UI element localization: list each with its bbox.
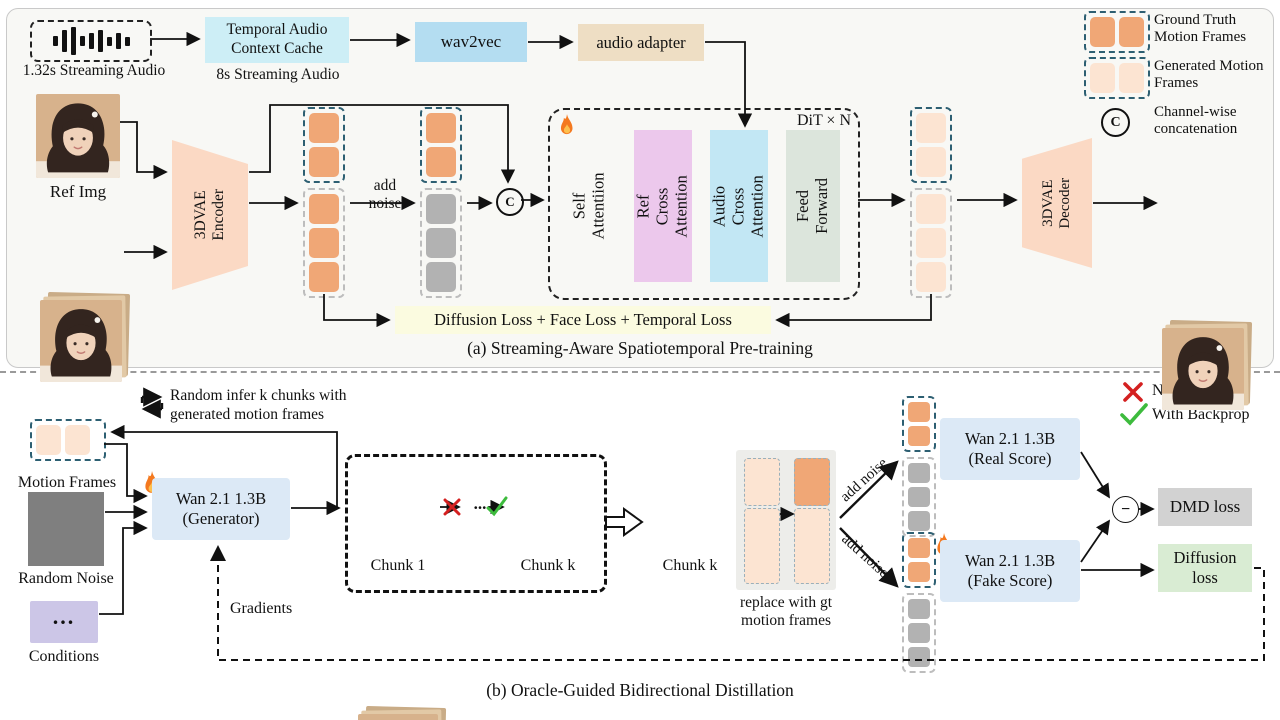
loop-icon bbox=[137, 390, 165, 414]
legend-concat-label: Channel-wise concatenation bbox=[1154, 104, 1238, 138]
motion-frame bbox=[1119, 17, 1144, 47]
replace-panel bbox=[736, 450, 836, 590]
vae-decoder: 3DVAE Decoder bbox=[1022, 138, 1092, 268]
motion-frame bbox=[36, 425, 61, 455]
input-frames-image bbox=[40, 300, 122, 382]
dmd-loss-box: DMD loss bbox=[1158, 488, 1252, 526]
conditions-label: Conditions bbox=[28, 648, 100, 665]
latent-frame bbox=[908, 599, 930, 619]
latent-stack-output bbox=[910, 107, 952, 298]
latent-frame bbox=[426, 262, 456, 292]
motion-frame bbox=[65, 425, 90, 455]
chunk-1-label: Chunk 1 bbox=[370, 557, 426, 574]
noised-stack-fake bbox=[902, 532, 936, 673]
motion-frames-label: Motion Frames bbox=[17, 474, 117, 491]
latent-frame bbox=[309, 194, 339, 224]
random-noise-box bbox=[28, 492, 104, 566]
ref-cross-attention-block: Ref Cross Attention bbox=[634, 130, 692, 282]
latent-frame bbox=[908, 402, 930, 422]
latent-frame bbox=[908, 623, 930, 643]
latent-frame bbox=[908, 426, 930, 446]
ref-img-label: Ref Img bbox=[49, 182, 107, 201]
noised-stack-real bbox=[902, 396, 936, 537]
latent-frame bbox=[916, 228, 946, 258]
legend-generated-label: Generated Motion Frames bbox=[1154, 58, 1264, 92]
legend-concat-icon: C bbox=[1101, 108, 1130, 137]
conditions-box: ... bbox=[30, 601, 98, 643]
add-noise-bottom-label: add noise bbox=[838, 531, 892, 582]
random-noise-label: Random Noise bbox=[18, 570, 114, 587]
motion-frame bbox=[1090, 17, 1115, 47]
latent-frame bbox=[426, 113, 456, 143]
dit-title: DiT × N bbox=[796, 112, 851, 129]
motion-frames-box bbox=[30, 419, 106, 461]
caption-b: (b) Oracle-Guided Bidirectional Distilla… bbox=[486, 680, 794, 700]
motion-frame bbox=[1090, 63, 1115, 93]
audio-adapter-box: audio adapter bbox=[578, 24, 704, 61]
latent-segment bbox=[744, 458, 780, 506]
audio-cross-attention-block: Audio Cross Attention bbox=[710, 130, 768, 282]
latent-frame bbox=[908, 562, 930, 582]
motion-frame bbox=[1119, 63, 1144, 93]
latent-frame bbox=[309, 228, 339, 258]
latent-frame bbox=[916, 147, 946, 177]
caption-a: (a) Streaming-Aware Spatiotemporal Pre-t… bbox=[467, 338, 813, 358]
latent-frame bbox=[916, 113, 946, 143]
latent-segment-gt bbox=[794, 458, 830, 506]
chunk-k-output-label: Chunk k bbox=[662, 557, 718, 574]
feed-forward-block: Feed Forward bbox=[786, 130, 840, 282]
add-noise-top-label: add noise bbox=[837, 455, 891, 506]
latent-stack-noised bbox=[420, 107, 462, 298]
real-score-box: Wan 2.1 1.3B(Real Score) bbox=[940, 418, 1080, 480]
latent-frame bbox=[908, 487, 930, 507]
loss-band: Diffusion Loss + Face Loss + Temporal Lo… bbox=[395, 306, 771, 334]
latent-segment bbox=[794, 508, 830, 584]
latent-frame bbox=[908, 511, 930, 531]
latent-frame bbox=[426, 194, 456, 224]
minus-op: − bbox=[1112, 496, 1139, 523]
latent-frame bbox=[908, 538, 930, 558]
latent-frame bbox=[908, 647, 930, 667]
generator-box: Wan 2.1 1.3B(Generator) bbox=[152, 478, 290, 540]
latent-frame bbox=[309, 147, 339, 177]
chunk-k-label: Chunk k bbox=[520, 557, 576, 574]
fire-icon bbox=[556, 113, 578, 139]
with-backprop-label: With Backprop bbox=[1152, 406, 1250, 423]
concat-op: C bbox=[496, 188, 524, 216]
ref-image bbox=[36, 94, 120, 178]
legend-gt-label: Ground Truth Motion Frames bbox=[1154, 12, 1247, 46]
latent-frame bbox=[426, 147, 456, 177]
dit-block bbox=[548, 108, 860, 300]
latent-frame bbox=[916, 262, 946, 292]
temporal-audio-cache-box: Temporal Audio Context Cache bbox=[205, 17, 349, 63]
chunk-1-image bbox=[358, 714, 438, 720]
output-image bbox=[1162, 328, 1244, 410]
wav2vec-box: wav2vec bbox=[415, 22, 527, 62]
vae-encoder: 3DVAE Encoder bbox=[172, 140, 248, 290]
audio-input-label: 1.32s Streaming Audio bbox=[22, 62, 166, 79]
latent-frame bbox=[426, 228, 456, 258]
latent-frame bbox=[908, 463, 930, 483]
chunk-ellipsis: ... bbox=[473, 494, 487, 513]
latent-segment bbox=[744, 508, 780, 584]
section-divider bbox=[0, 371, 1280, 373]
fake-score-box: Wan 2.1 1.3B(Fake Score) bbox=[940, 540, 1080, 602]
self-attention-block: Self Attentiion bbox=[569, 172, 608, 240]
streaming-audio-waveform-icon bbox=[30, 20, 152, 62]
cache-sublabel: 8s Streaming Audio bbox=[216, 66, 340, 83]
latent-stack-clean bbox=[303, 107, 345, 298]
latent-frame bbox=[309, 113, 339, 143]
legend-generated-frames-icon bbox=[1084, 57, 1150, 99]
latent-frame bbox=[916, 194, 946, 224]
latent-frame bbox=[309, 262, 339, 292]
gradients-label: Gradients bbox=[230, 600, 293, 617]
legend-gt-frames-icon bbox=[1084, 11, 1150, 53]
